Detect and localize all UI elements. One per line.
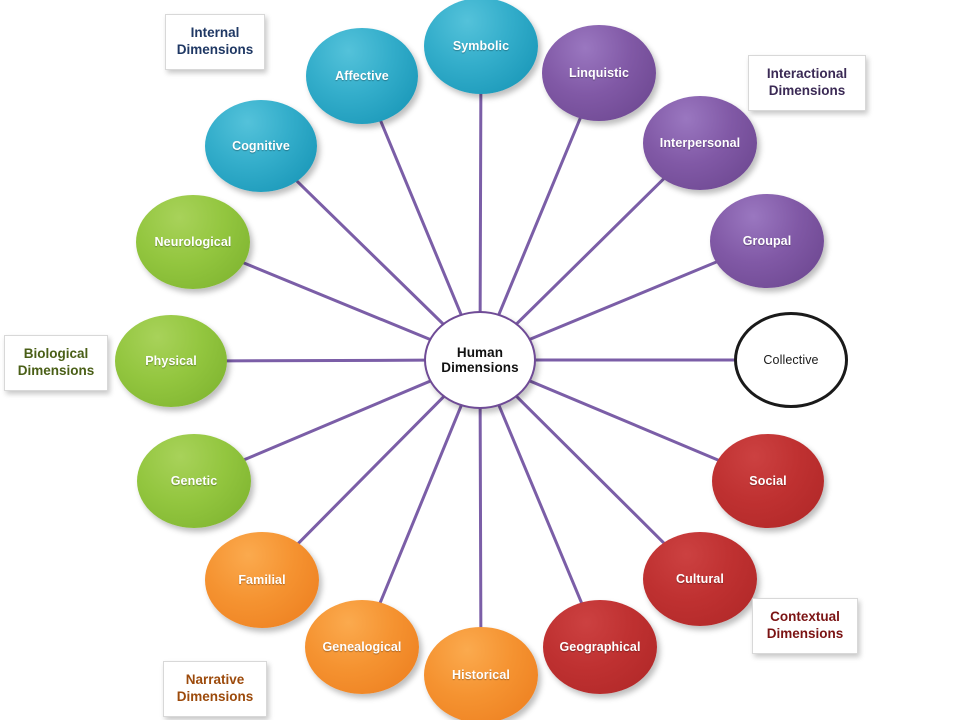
node-label-physical: Physical	[145, 354, 197, 368]
node-familial[interactable]: Familial	[205, 532, 319, 628]
category-label-line2-internal: Dimensions	[176, 42, 254, 57]
category-label-line2-biological: Dimensions	[17, 363, 95, 378]
node-label-geographical: Geographical	[559, 640, 641, 654]
edge-center-to-neurological	[242, 261, 431, 341]
node-affective[interactable]: Affective	[306, 28, 418, 124]
node-collective[interactable]: Collective	[734, 312, 848, 408]
category-label-line2-narrative: Dimensions	[176, 689, 254, 704]
node-linquistic[interactable]: Linquistic	[542, 25, 656, 121]
node-cognitive[interactable]: Cognitive	[205, 100, 317, 192]
edge-center-to-geographical	[497, 404, 583, 605]
center-node-human-dimensions[interactable]: Human Dimensions	[424, 311, 536, 409]
category-label-line1-narrative: Narrative	[185, 672, 245, 688]
edge-center-to-symbolic	[478, 92, 483, 313]
node-genetic[interactable]: Genetic	[137, 434, 251, 528]
node-label-cognitive: Cognitive	[232, 139, 290, 153]
category-label-line1-internal: Internal	[190, 25, 240, 41]
edge-center-to-physical	[225, 358, 426, 363]
node-social[interactable]: Social	[712, 434, 824, 528]
edge-center-to-linquistic	[497, 116, 582, 316]
node-label-genetic: Genetic	[170, 474, 218, 488]
edge-center-to-interpersonal	[515, 177, 665, 325]
node-label-interpersonal: Interpersonal	[659, 136, 741, 150]
edge-center-to-historical	[478, 407, 483, 629]
edge-center-to-genetic	[243, 379, 432, 462]
node-label-genealogical: Genealogical	[322, 640, 402, 654]
node-label-social: Social	[749, 474, 787, 488]
node-label-collective: Collective	[763, 353, 819, 367]
node-symbolic[interactable]: Symbolic	[424, 0, 538, 94]
node-label-affective: Affective	[335, 69, 389, 83]
category-label-line1-interactional: Interactional	[766, 66, 848, 82]
node-label-symbolic: Symbolic	[452, 39, 510, 53]
category-label-line2-contextual: Dimensions	[766, 626, 844, 641]
node-label-historical: Historical	[452, 668, 510, 682]
category-label-line1-biological: Biological	[23, 346, 89, 362]
edge-center-to-familial	[297, 395, 445, 545]
node-physical[interactable]: Physical	[115, 315, 227, 407]
node-label-linquistic: Linquistic	[568, 66, 630, 80]
node-geographical[interactable]: Geographical	[543, 600, 657, 694]
node-label-cultural: Cultural	[675, 572, 725, 586]
edge-center-to-groupal	[529, 260, 718, 341]
edge-center-to-cognitive	[295, 179, 445, 325]
edge-center-to-affective	[379, 119, 463, 316]
edge-center-to-genealogical	[378, 404, 463, 604]
edge-center-to-social	[528, 379, 720, 462]
edge-center-to-cultural	[515, 395, 666, 545]
node-interpersonal[interactable]: Interpersonal	[643, 96, 757, 190]
node-historical[interactable]: Historical	[424, 627, 538, 720]
node-label-familial: Familial	[238, 573, 286, 587]
center-node-label: Human Dimensions	[441, 344, 519, 375]
category-label-line1-contextual: Contextual	[770, 609, 840, 625]
node-genealogical[interactable]: Genealogical	[305, 600, 419, 694]
node-groupal[interactable]: Groupal	[710, 194, 824, 288]
category-label-line2-interactional: Dimensions	[768, 83, 846, 98]
node-label-groupal: Groupal	[742, 234, 792, 248]
node-label-neurological: Neurological	[154, 235, 232, 249]
node-neurological[interactable]: Neurological	[136, 195, 250, 289]
node-cultural[interactable]: Cultural	[643, 532, 757, 626]
